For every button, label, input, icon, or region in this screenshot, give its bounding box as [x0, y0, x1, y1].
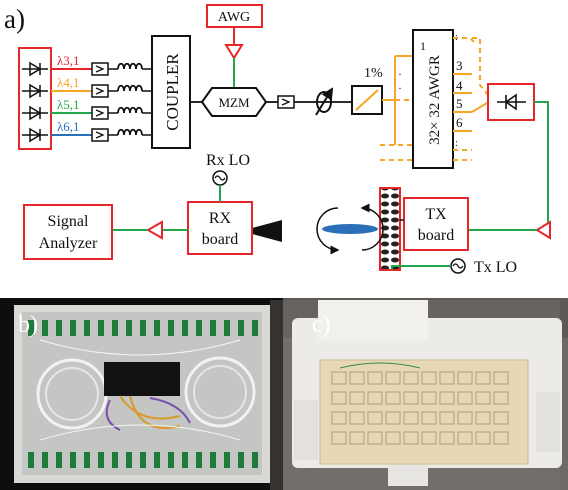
tap-label: 1%: [364, 66, 383, 81]
wavelength-label-3: λ5,1: [57, 97, 80, 112]
rx-board-label-line1: RX: [209, 210, 232, 227]
isolator-row: [91, 128, 152, 142]
fiber-coil-icon: [117, 84, 143, 92]
panel-label-b: b): [18, 312, 38, 338]
fiber-coil-icon: [117, 62, 143, 70]
svg-text::: :: [455, 32, 458, 43]
signal-analyzer-block: [23, 204, 113, 260]
svg-text::: :: [455, 138, 458, 149]
awgr-port-4: 4: [456, 78, 463, 93]
tx-board-label-line2: board: [418, 227, 454, 244]
amplifier-icon: [224, 44, 244, 60]
isolator-icon: [277, 95, 295, 109]
photo-c: c): [270, 298, 568, 490]
fiber-coil-icon: [117, 106, 143, 114]
signal-analyzer-label-line2: Analyzer: [39, 235, 98, 252]
wavelength-label-4: λ6,1: [57, 119, 80, 134]
awgr-inputs: [380, 55, 413, 161]
laser-diode-icon: [22, 83, 48, 99]
amplifier-icon: [535, 220, 551, 240]
panel-label-c: c): [312, 312, 331, 338]
panel-label-a: a): [4, 4, 25, 34]
amplifier-icon: [145, 220, 163, 240]
rotating-lens-icon: [316, 203, 384, 255]
awgr-port-in-1: 1: [420, 39, 426, 53]
awgr-port-5: 5: [456, 96, 463, 111]
horn-antenna-icon: [252, 220, 282, 242]
signal-analyzer-label-line1: Signal: [48, 213, 89, 230]
laser-bank: [18, 47, 52, 150]
tx-board-block: [403, 197, 469, 251]
svg-text:·: ·: [398, 67, 402, 81]
photodiode-block: [487, 83, 535, 121]
isolator-row: [91, 62, 152, 76]
rx-lo-label: Rx LO: [206, 152, 250, 169]
tx-board-label-line1: TX: [425, 206, 447, 223]
laser-diode-icon: [22, 61, 48, 77]
wavelength-label-1: λ3,1: [57, 53, 80, 68]
wavelength-label-2: λ4,1: [57, 75, 80, 90]
photo-b: b): [0, 298, 283, 490]
fiber-coil-icon: [117, 128, 143, 136]
awgr-label: 32× 32 AWGR: [427, 55, 443, 145]
awgr-block: [412, 29, 454, 169]
isolator-row: [91, 84, 152, 98]
photodiode-icon: [497, 93, 526, 111]
coupler-block: [151, 35, 191, 149]
awg-label: AWG: [218, 10, 250, 25]
awgr-port-6: 6: [456, 115, 463, 130]
polarization-controller-icon: [315, 87, 334, 116]
rx-board-block: [187, 201, 253, 255]
rx-board-label-line2: board: [202, 231, 238, 248]
svg-text:·: ·: [398, 81, 402, 95]
awgr-port-3: 3: [456, 58, 463, 73]
coupler-label: COUPLER: [163, 53, 182, 131]
tx-lo-label: Tx LO: [474, 259, 517, 276]
isolator-row: [91, 106, 152, 120]
mzm-label: MZM: [218, 95, 250, 110]
laser-diode-icon: [22, 105, 48, 121]
laser-diode-icon: [22, 127, 48, 143]
awgr-output-ports: 3 4 5 6 : :: [453, 32, 475, 161]
antenna-array-icon: [379, 187, 401, 271]
